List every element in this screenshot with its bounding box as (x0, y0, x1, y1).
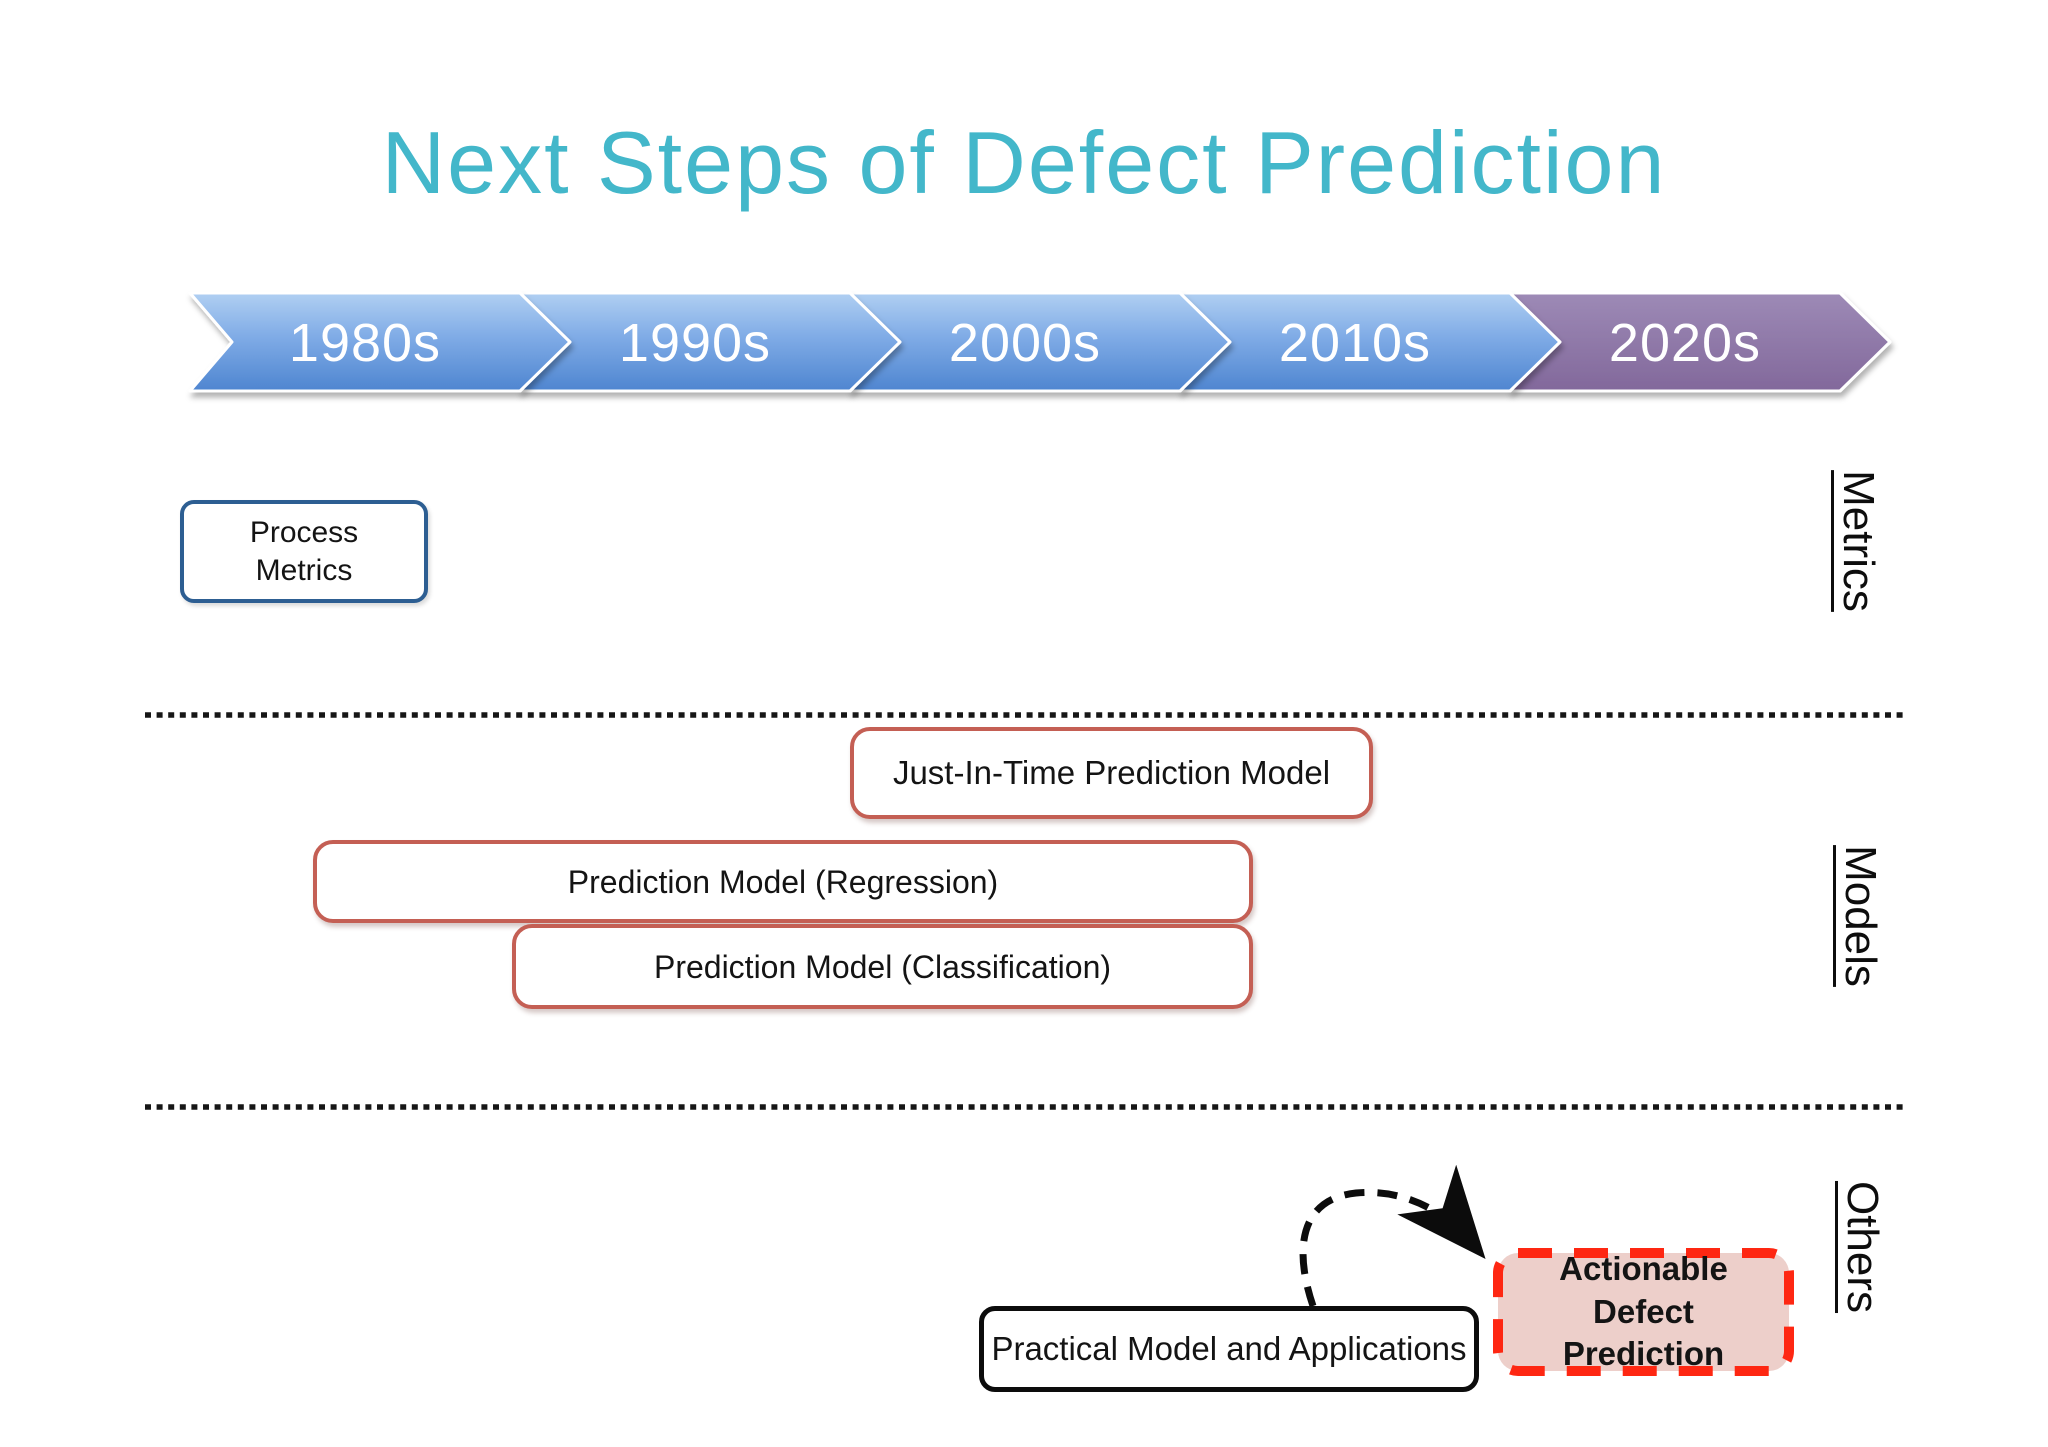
slide-title: Next Steps of Defect Prediction (381, 113, 1667, 212)
prediction-model-classification-box: Prediction Model (Classification) (512, 924, 1253, 1009)
chevron-label-2000s: 2000s (949, 313, 1101, 373)
section-label-models: Models (1836, 845, 1885, 987)
section-label-metrics: Metrics (1834, 470, 1883, 612)
chevron-label-1980s: 1980s (289, 313, 441, 373)
jit-prediction-model-box: Just-In-Time Prediction Model (850, 727, 1373, 819)
section-label-others: Others (1838, 1180, 1887, 1314)
prediction-model-regression-box: Prediction Model (Regression) (313, 840, 1253, 923)
chevron-1990s (518, 291, 902, 393)
process-metrics-box: Process Metrics (180, 500, 428, 603)
chevron-2020s (1508, 291, 1892, 393)
chevron-1980s (188, 291, 572, 393)
chevron-2000s (848, 291, 1232, 393)
actionable-box-dashed-border (1493, 1248, 1794, 1376)
actionable-box-label: Actionable Defect Prediction (1559, 1249, 1728, 1373)
chevron-label-1990s: 1990s (619, 313, 771, 373)
chevron-2010s (1178, 291, 1562, 393)
chevron-label-2010s: 2010s (1279, 313, 1431, 373)
dashed-curved-arrow (1299, 1164, 1486, 1308)
actionable-defect-prediction-box: Actionable Defect Prediction (1492, 1247, 1795, 1377)
practical-model-box: Practical Model and Applications (979, 1306, 1479, 1392)
chevron-label-2020s: 2020s (1609, 313, 1761, 373)
